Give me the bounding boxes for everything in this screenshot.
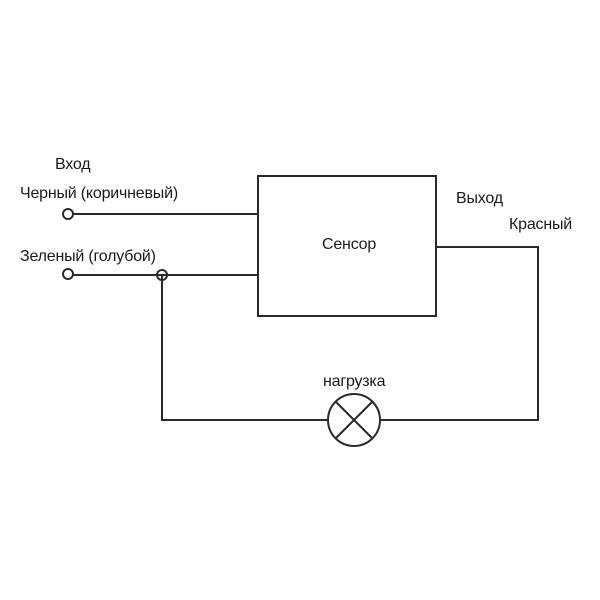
black-terminal [62, 208, 74, 220]
sensor-label: Сенсор [322, 236, 377, 253]
input-label: Вход [55, 156, 91, 173]
output-label: Выход [456, 190, 503, 207]
green-terminal [62, 268, 74, 280]
return-wire [161, 275, 328, 421]
junction-node [156, 269, 168, 281]
red-wire-label: Красный [509, 216, 572, 233]
black-wire-label: Черный (коричневый) [20, 185, 178, 202]
lamp-icon [327, 393, 381, 447]
green-wire-label: Зеленый (голубой) [20, 248, 156, 265]
output-wire [380, 246, 539, 421]
load-label: нагрузка [323, 373, 386, 390]
